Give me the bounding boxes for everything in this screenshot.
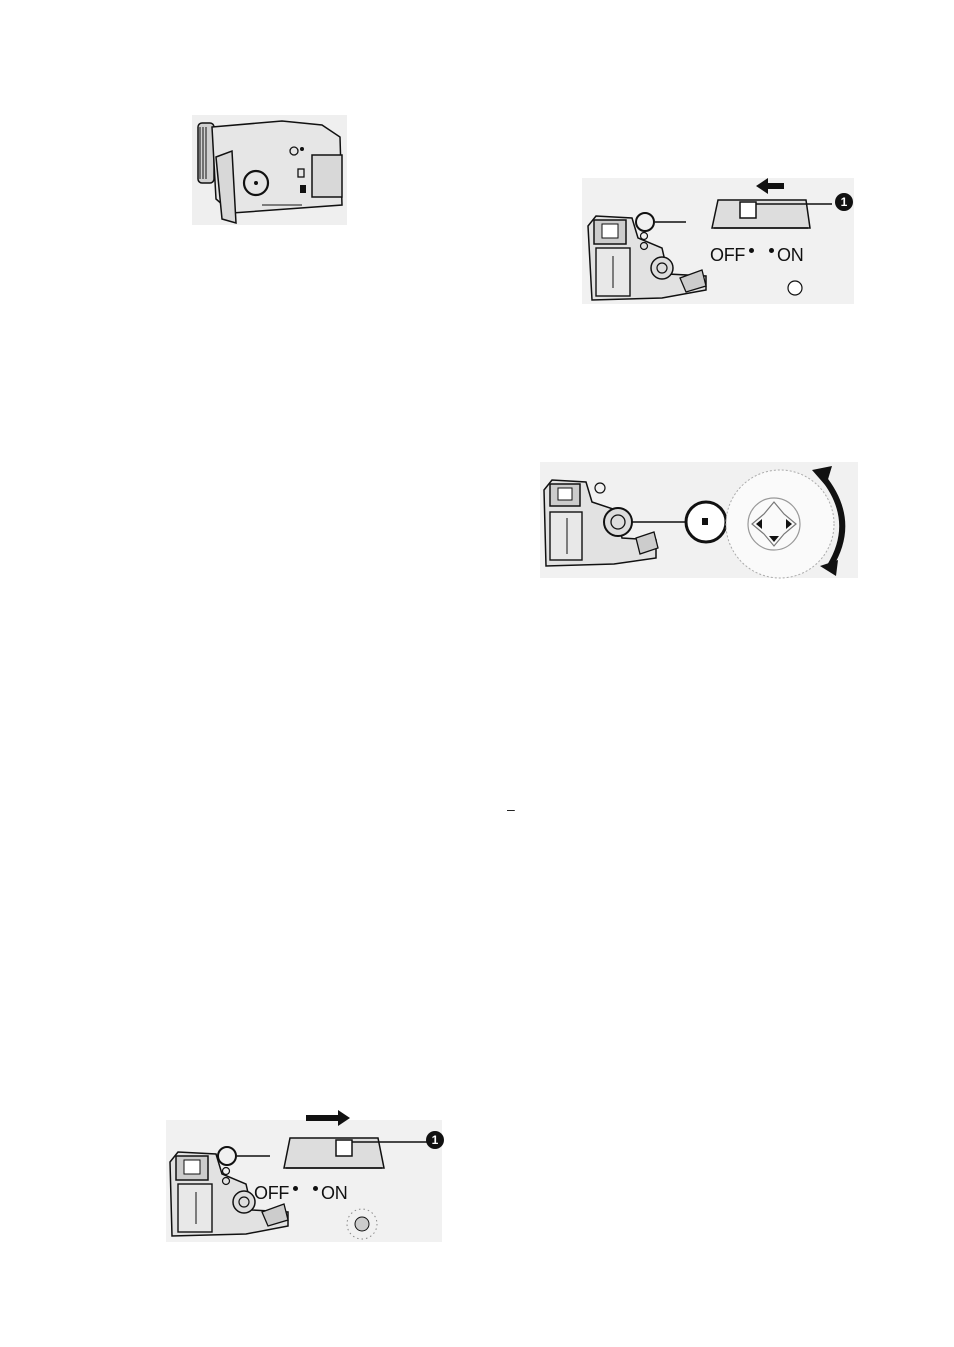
marker-badge: 1 <box>426 1131 444 1149</box>
marker-badge: 1 <box>835 193 853 211</box>
off-label: OFF <box>710 245 745 266</box>
stray-mark: – <box>507 801 515 817</box>
on-label: ON <box>321 1183 347 1204</box>
camera-side-illustration <box>192 115 347 225</box>
off-label: OFF <box>254 1183 289 1204</box>
on-label: ON <box>777 245 803 266</box>
dial-illustration <box>540 462 858 578</box>
on-dot <box>769 248 774 253</box>
power-switch-off-illustration: 1 OFF ON <box>166 1106 442 1242</box>
on-dot <box>313 1186 318 1191</box>
off-dot <box>293 1186 298 1191</box>
off-dot <box>749 248 754 253</box>
power-switch-on-illustration: 1 OFF ON <box>582 178 854 304</box>
